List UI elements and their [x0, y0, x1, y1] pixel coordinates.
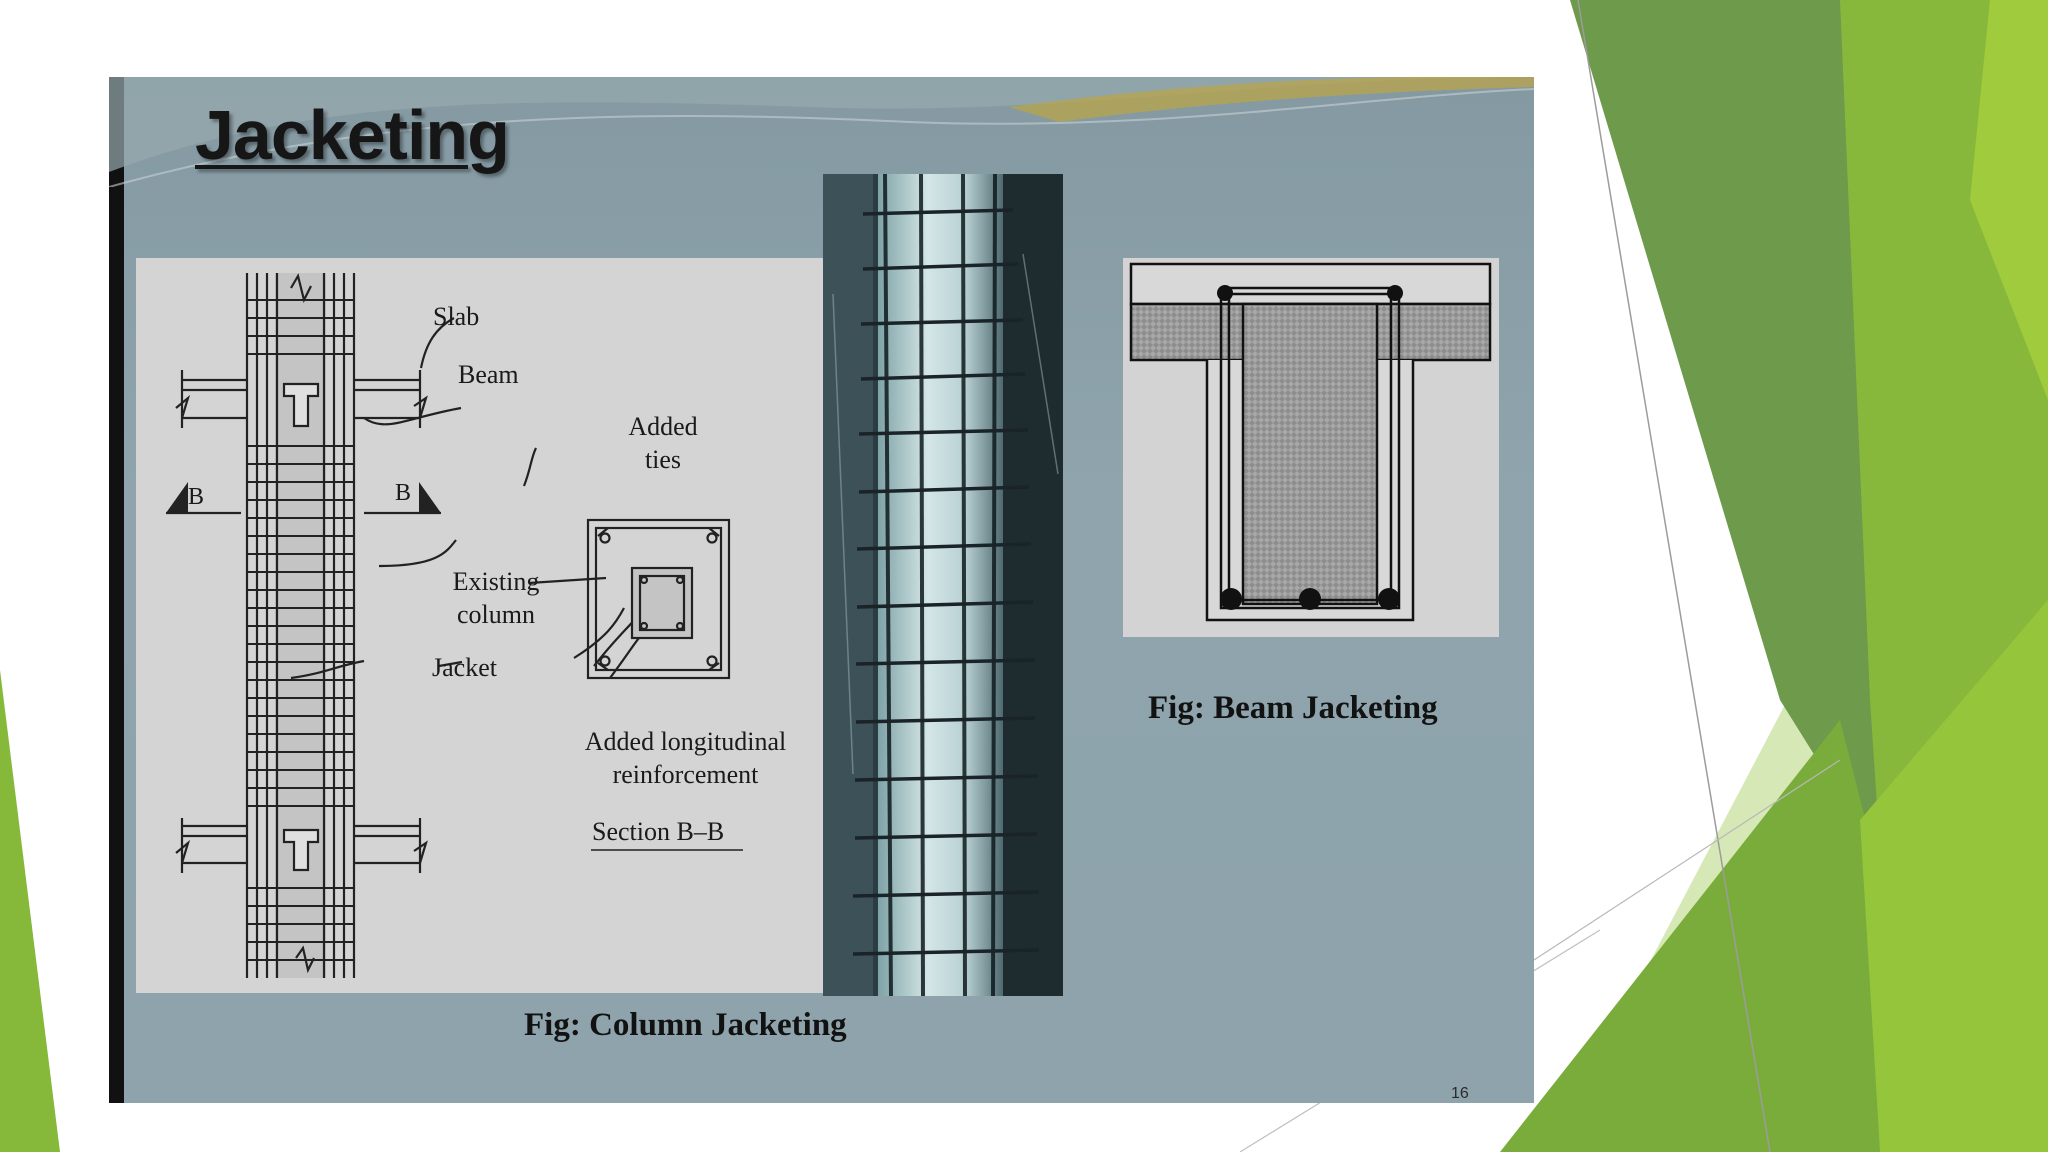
title-wave-decoration — [109, 77, 1534, 187]
green-facet-left — [0, 670, 60, 1152]
column-jacketing-diagram: Slab Beam B B Added ties Existing column… — [136, 258, 826, 993]
slide-image: Jacketing — [109, 77, 1534, 1103]
label-beam: Beam — [458, 360, 519, 389]
slide-number: 16 — [1451, 1085, 1469, 1102]
label-section-mark-left: B — [188, 484, 205, 510]
label-section-b-b: Section B–B — [592, 817, 725, 846]
beam-jacketing-caption: Fig: Beam Jacketing — [1148, 690, 1438, 726]
column-jacketing-caption: Fig: Column Jacketing — [524, 1007, 847, 1043]
slide-left-border — [109, 77, 124, 1103]
column-photo-illustration — [823, 174, 1063, 996]
label-slab: Slab — [433, 302, 480, 331]
green-facet-bottom — [1500, 720, 1950, 1152]
label-added-ties: Added ties — [628, 412, 698, 474]
column-jacketing-photo — [823, 174, 1063, 996]
green-facet-top-band — [1970, 0, 2048, 400]
beam-jacketing-drawing — [1129, 262, 1492, 622]
label-existing-column: Existing column — [452, 567, 540, 629]
thin-line — [1533, 759, 1841, 961]
label-section-mark-right: B — [395, 480, 412, 506]
green-facet-bottom-right — [1860, 600, 2048, 1152]
section-b-b-drawing — [586, 518, 731, 680]
thin-line — [1577, 0, 1771, 1152]
slide-title: Jacketing — [195, 96, 510, 174]
column-jacketing-drawing — [166, 273, 743, 978]
green-facet-right-dark — [1570, 0, 1880, 860]
label-added-longitudinal-reinforcement: Added longitudinal reinforcement — [584, 727, 787, 789]
label-jacket: Jacket — [432, 653, 497, 682]
beam-jacketing-diagram — [1123, 258, 1499, 637]
